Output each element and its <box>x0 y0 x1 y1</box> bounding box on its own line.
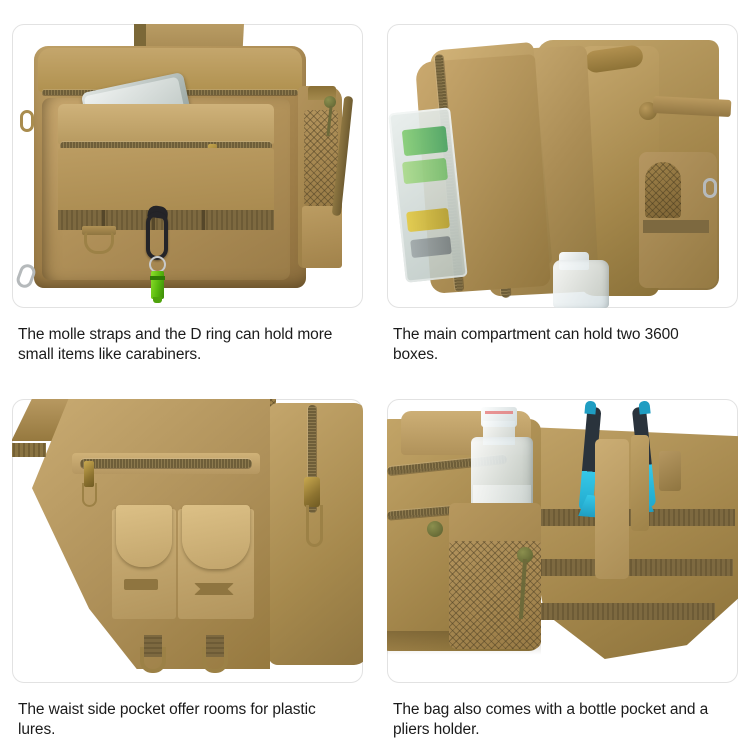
water-bottle <box>553 260 609 308</box>
front-pocket-zipper <box>60 142 272 149</box>
feature-caption-4: The bag also comes with a bottle pocket … <box>393 701 709 738</box>
waist-zipper-pull <box>84 461 94 487</box>
main-body-zipper-loop <box>306 505 323 547</box>
lure-pocket-tab-right <box>194 583 234 595</box>
lure-pocket-flap-left <box>116 505 172 567</box>
cord-lock-bead-left <box>427 521 443 537</box>
belt-webbing-row-3 <box>539 603 715 620</box>
feature-photo-panel-3[interactable] <box>12 399 363 683</box>
main-body-zipper <box>308 405 316 513</box>
pliers-holder-sleeve <box>595 439 629 579</box>
feature-photo-panel-2[interactable] <box>387 24 738 308</box>
front-pocket <box>58 148 274 214</box>
front-pocket-flap <box>58 104 274 144</box>
feature-photo-panel-4[interactable] <box>387 399 738 683</box>
carabiner <box>146 212 168 260</box>
snap-button <box>639 102 657 120</box>
side-pocket-mesh <box>304 110 338 206</box>
holder-retention-tab <box>659 451 681 491</box>
photo-clip-4 <box>387 399 738 683</box>
d-ring <box>84 232 114 254</box>
molle-stitch-3 <box>202 210 205 230</box>
product-photo-main-compartment <box>387 24 738 308</box>
shoulder-strap-edge <box>134 24 146 46</box>
molle-stitch-1 <box>102 210 105 230</box>
keychain-light-tip <box>153 297 162 303</box>
product-photo-waist-side-pocket <box>12 399 363 683</box>
feature-cell-main-compartment: The main compartment can hold two 3600 b… <box>375 0 750 375</box>
pliers-right-tip <box>638 400 651 415</box>
photo-clip-2 <box>387 24 738 308</box>
belt-webbing-row-2 <box>537 559 733 576</box>
pliers-left-tip <box>584 400 597 415</box>
main-body-zipper-pull <box>304 477 320 507</box>
waist-pocket-zipper <box>80 459 252 468</box>
feature-caption-1: The molle straps and the D ring can hold… <box>18 326 333 363</box>
bottom-d-loop-left <box>140 647 166 673</box>
lure-pocket-tab-left <box>124 579 158 590</box>
d-ring-base <box>82 226 116 235</box>
bottom-d-loop-right <box>202 647 228 673</box>
waist-zipper-loop <box>82 483 97 507</box>
shoulder-strap <box>138 24 246 46</box>
lure-pocket-flap-right <box>182 505 250 569</box>
left-strap-hook <box>20 110 34 132</box>
feature-cell-bottle-pliers: The bag also comes with a bottle pocket … <box>375 375 750 750</box>
product-photo-bottle-pliers <box>387 399 738 683</box>
side-webbing <box>643 220 709 233</box>
tackle-item-1 <box>401 125 449 157</box>
tackle-item-2 <box>401 157 449 185</box>
photo-clip-3 <box>12 399 363 683</box>
feature-caption-3: The waist side pocket offer rooms for pl… <box>18 701 316 738</box>
cord-lock-bead <box>324 96 336 108</box>
feature-caption-2: The main compartment can hold two 3600 b… <box>393 326 679 363</box>
feature-cell-waist-side-pocket: The waist side pocket offer rooms for pl… <box>0 375 375 750</box>
side-pocket-mesh <box>645 162 681 218</box>
right-snap-hook <box>703 178 717 198</box>
photo-clip-1 <box>12 24 363 308</box>
feature-photo-panel-1[interactable] <box>12 24 363 308</box>
pliers-holder-sleeve-2 <box>631 435 649 531</box>
waist-webbing-strap <box>12 443 46 457</box>
feature-cell-molle-d-ring: The molle straps and the D ring can hold… <box>0 0 375 375</box>
water-bottle-cap-seal <box>485 411 513 414</box>
keychain-light-band <box>150 276 165 280</box>
side-pocket-lower <box>302 206 342 268</box>
cord-lock-bead-right <box>517 547 533 563</box>
product-photo-molle-d-ring <box>12 24 363 308</box>
